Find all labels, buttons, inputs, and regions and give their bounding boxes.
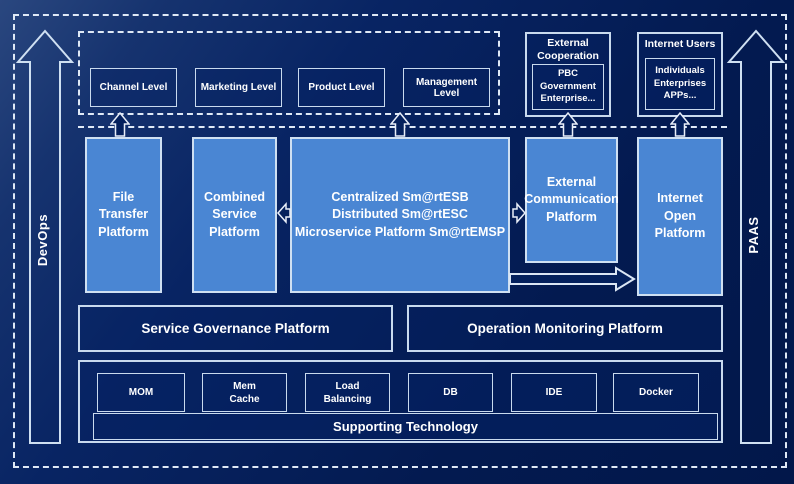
tech-box-docker: Docker: [613, 373, 699, 412]
level-box-management: Management Level: [403, 68, 490, 107]
tech-box-load-balancing: Load Balancing: [305, 373, 390, 412]
up-arrow-icon: [110, 111, 130, 137]
tech-box-ide: IDE: [511, 373, 597, 412]
outer-dashed-frame: [13, 14, 787, 468]
arrow-right-icon: [512, 202, 526, 224]
up-arrow-icon: [670, 111, 690, 137]
devops-arrow-icon: [15, 29, 75, 444]
level-label: Channel Level: [99, 82, 168, 93]
levels-dashed-container: [78, 31, 500, 115]
external-cooperation-body: PBC Government Enterprise...: [532, 64, 604, 110]
level-label: Management Level: [415, 76, 478, 99]
level-label: Marketing Level: [200, 82, 277, 93]
operation-monitoring-platform-box: Operation Monitoring Platform: [407, 305, 723, 352]
up-arrow-icon: [558, 111, 578, 137]
supporting-technology-bar: Supporting Technology: [93, 413, 718, 440]
tech-box-mem-cache: Mem Cache: [202, 373, 287, 412]
paas-rail-label: PAAS: [746, 216, 761, 254]
arrow-left-icon: [277, 202, 291, 224]
tech-box-mom: MOM: [97, 373, 185, 412]
external-cooperation-box: External Cooperation PBC Government Ente…: [525, 32, 611, 117]
up-arrow-icon: [390, 111, 410, 137]
platform-internet-open: Internet Open Platform: [637, 137, 723, 296]
level-box-channel: Channel Level: [90, 68, 177, 107]
flow-arrow-right-icon: [509, 266, 636, 292]
level-box-marketing: Marketing Level: [195, 68, 282, 107]
platform-combined-service: Combined Service Platform: [192, 137, 277, 293]
platform-external-communication: External Communication Platform: [524, 137, 619, 263]
paas-arrow-icon: [726, 29, 786, 444]
internet-users-body: Individuals Enterprises APPs...: [645, 58, 715, 110]
internet-users-box: Internet Users Individuals Enterprises A…: [637, 32, 723, 117]
service-governance-platform-box: Service Governance Platform: [78, 305, 393, 352]
platform-file-transfer: File Transfer Platform: [85, 137, 162, 293]
external-cooperation-title: External Cooperation: [537, 37, 599, 63]
platform-esb-esc-emsp: Centralized Sm@rtESB Distributed Sm@rtES…: [290, 137, 510, 293]
tech-box-db: DB: [408, 373, 493, 412]
level-box-product: Product Level: [298, 68, 385, 107]
internet-users-title: Internet Users: [644, 38, 716, 50]
devops-rail-label: DevOps: [35, 213, 50, 267]
level-label: Product Level: [308, 82, 375, 93]
